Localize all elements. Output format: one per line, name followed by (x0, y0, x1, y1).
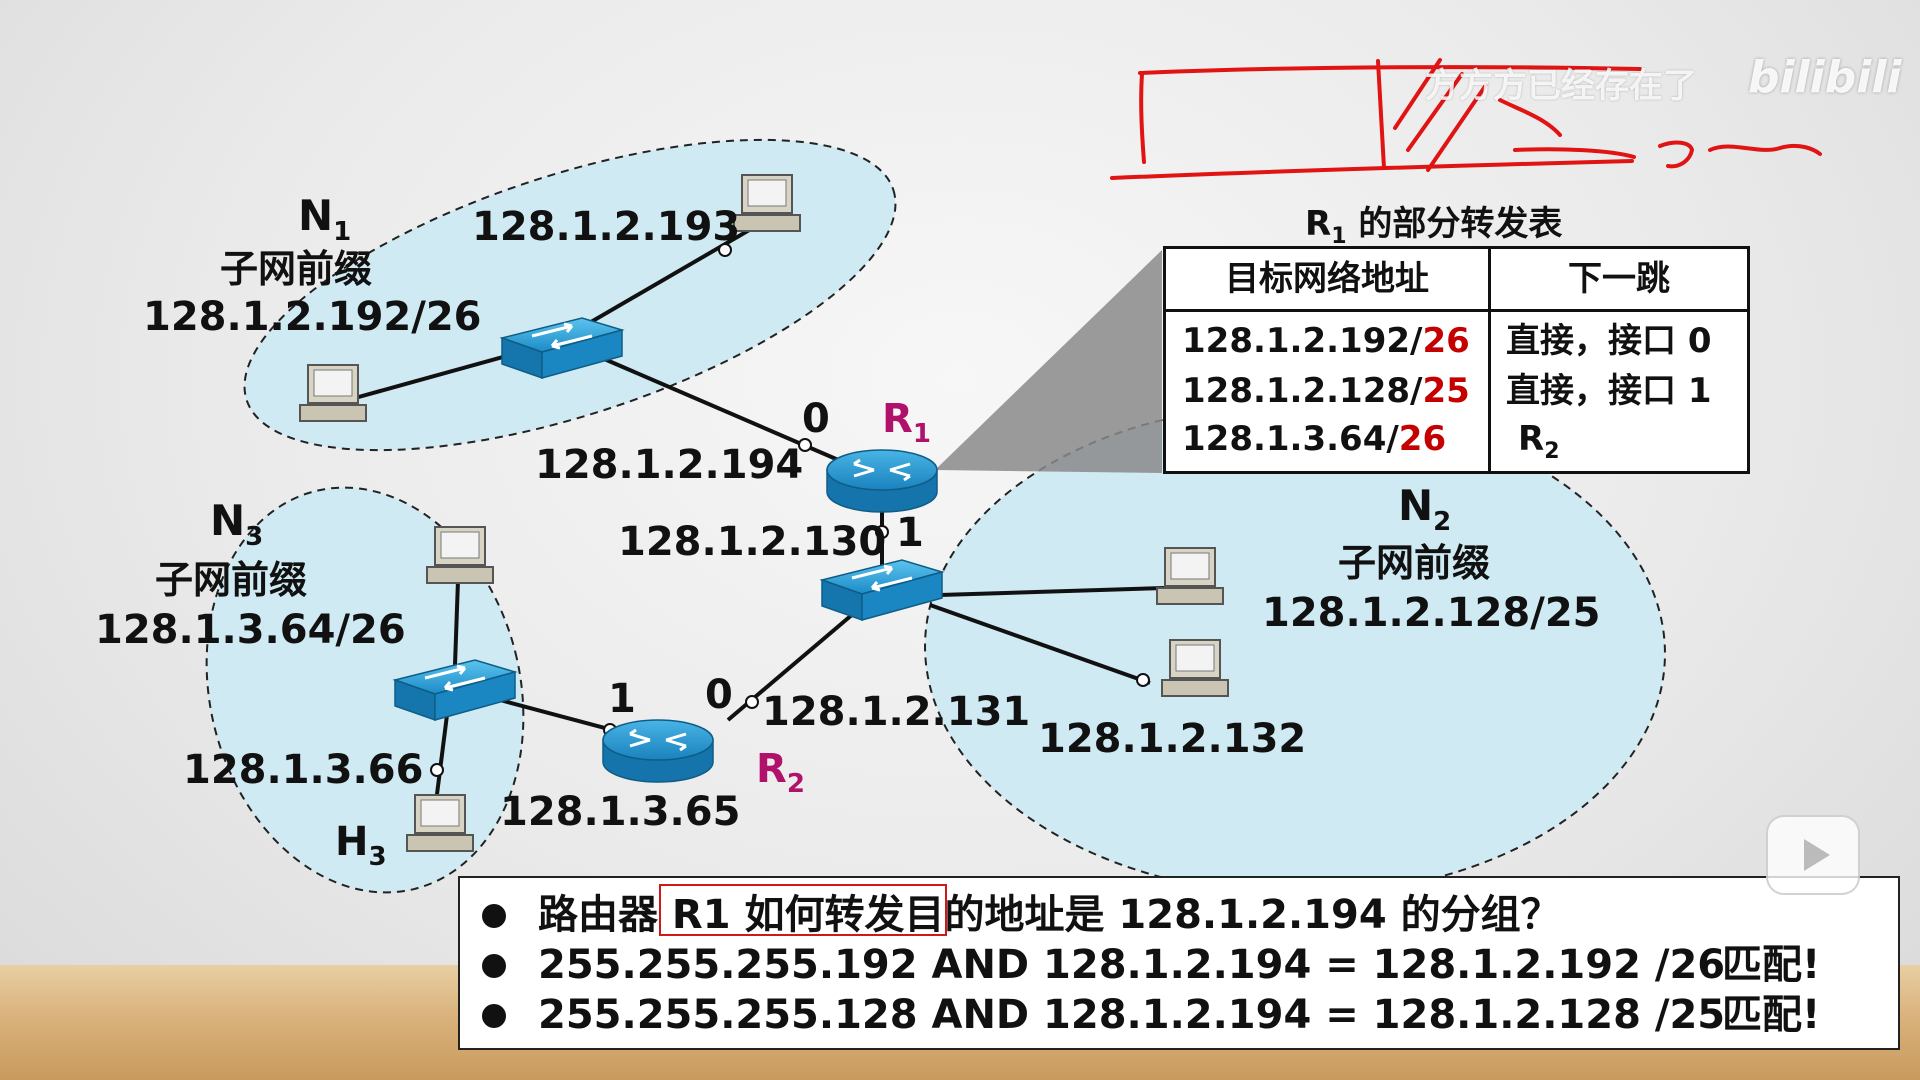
iface-dot-n1-host (718, 243, 732, 257)
port-label-r2-p1: 1 (608, 676, 636, 722)
router-r2-label: R2 (756, 746, 805, 799)
match-label: 匹配! (1722, 992, 1821, 1038)
table-header-destination: 目标网络地址 (1225, 259, 1429, 299)
network-n2-area (924, 403, 1666, 897)
question-panel: 路由器 R1 如何转发目的地址是 128.1.2.194 的分组？ 255.25… (458, 876, 1900, 1050)
bilibili-logo: bilibili (1748, 52, 1902, 103)
iface-dot-r1-p1 (875, 525, 889, 539)
match-label: 匹配! (1722, 942, 1821, 988)
ip-label-r2-if0: 128.1.2.131 (762, 689, 1030, 735)
bullet-dot (482, 904, 506, 928)
table-row: 128.1.2.128/25 (1182, 371, 1470, 411)
port-label-r1-p1: 1 (896, 510, 924, 556)
bullet-dot (482, 1004, 506, 1028)
switch-icon (392, 659, 518, 722)
table-row-next-hop: 直接，接口 1 (1506, 371, 1712, 411)
computer-icon (406, 794, 474, 852)
computer-icon (1161, 639, 1229, 697)
ip-label-r1-if1: 128.1.2.130 (618, 519, 886, 565)
ip-label-r2-if1: 128.1.3.65 (500, 789, 740, 835)
iface-dot-r2-p0 (745, 695, 759, 709)
network-n3-prefix: 128.1.3.64/26 (95, 607, 406, 653)
table-row: 128.1.2.192/26 (1182, 321, 1470, 361)
forwarding-table: 目标网络地址 下一跳 128.1.2.192/26 直接，接口 0 128.1.… (1163, 246, 1750, 474)
network-n1-name: N1 (298, 191, 351, 247)
iface-dot-r1-p0 (798, 438, 812, 452)
host-h3-label: H3 (335, 819, 387, 872)
table-header-next-hop: 下一跳 (1568, 259, 1670, 299)
switch-icon (499, 317, 625, 380)
forwarding-table-title: R1 的部分转发表 (1305, 204, 1563, 249)
network-n2-prefix: 128.1.2.128/25 (1262, 590, 1601, 636)
switch-icon (819, 559, 945, 622)
router-r1-label: R1 (882, 396, 931, 449)
question-line-3: 255.255.255.128 AND 128.1.2.194 = 128.1.… (538, 992, 1726, 1038)
link-switch1-host-top (558, 216, 772, 342)
network-n1-prefix: 128.1.2.192/26 (143, 294, 482, 340)
watermark-text: 方方方已经存在了 (1425, 66, 1697, 106)
link-switch1-host-left (354, 353, 511, 400)
table-row-next-hop: 直接，接口 0 (1506, 321, 1712, 361)
table-divider-vertical (1488, 249, 1491, 471)
network-n3-area (205, 486, 525, 894)
iface-dot-h3 (430, 763, 444, 777)
ip-label-h3: 128.1.3.66 (183, 747, 423, 793)
table-divider-horizontal (1166, 309, 1747, 312)
computer-icon (426, 526, 494, 584)
handwritten-annotation (1110, 58, 1822, 180)
play-button[interactable] (1766, 815, 1860, 895)
network-n1-area (243, 138, 897, 452)
table-row-next-hop: R2 (1518, 419, 1560, 464)
computer-icon (1156, 547, 1224, 605)
table-callout-wedge (935, 250, 1162, 473)
question-line-1: 路由器 R1 如何转发目的地址是 128.1.2.194 的分组？ (538, 892, 1561, 938)
link-switch2-host-b (929, 603, 1151, 685)
ip-label-n2-host: 128.1.2.132 (1038, 716, 1306, 762)
link-switch2-host-a (939, 586, 1166, 597)
port-label-r2-p0: 0 (705, 672, 733, 718)
bullet-dot (482, 954, 506, 978)
link-switch3-host-top (453, 579, 460, 666)
ip-label-n1-host: 128.1.2.193 (472, 204, 740, 250)
port-label-r1-p0: 0 (802, 396, 830, 442)
router-icon (602, 719, 714, 783)
ip-label-r1-if0: 128.1.2.194 (535, 442, 803, 488)
interface-dots (430, 243, 1150, 777)
iface-dot-n2-host (1136, 673, 1150, 687)
question-line-2: 255.255.255.192 AND 128.1.2.194 = 128.1.… (538, 942, 1726, 988)
table-row: 128.1.3.64/26 (1182, 419, 1447, 459)
computer-icon (299, 364, 367, 422)
network-n1-prefix-label: 子网前缀 (220, 247, 372, 291)
network-n2-name: N2 (1398, 481, 1451, 537)
highlight-address-box (659, 884, 947, 936)
network-n3-name: N3 (210, 496, 263, 552)
computer-icon (733, 174, 801, 232)
network-n2-prefix-label: 子网前缀 (1338, 541, 1490, 585)
network-n3-prefix-label: 子网前缀 (155, 558, 307, 602)
router-icon (826, 449, 938, 513)
